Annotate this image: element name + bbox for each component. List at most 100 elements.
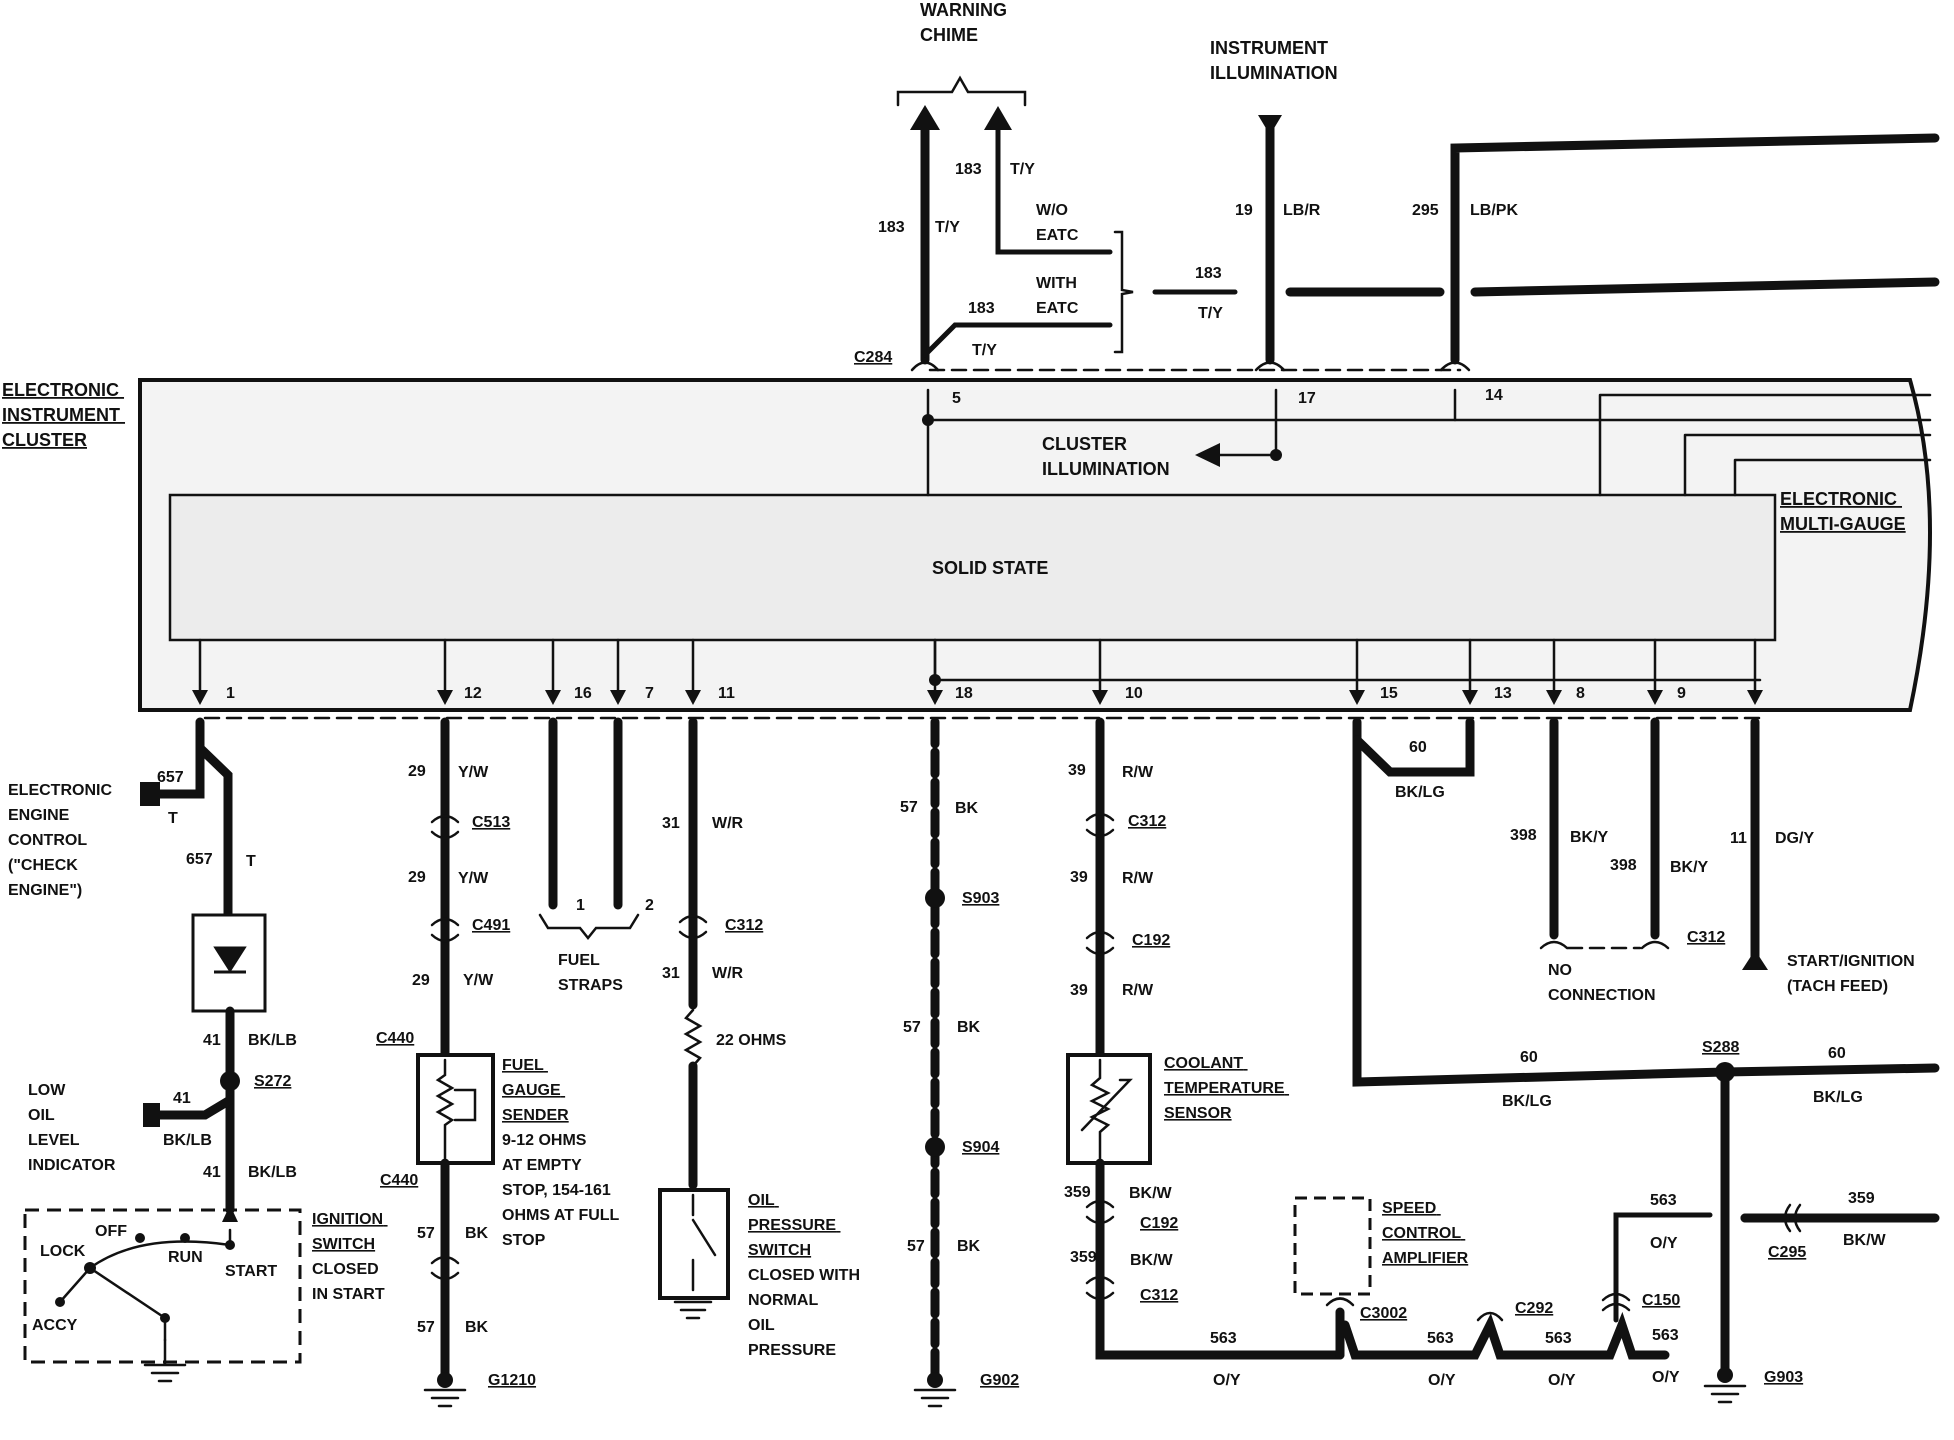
ignition-switch-note: CLOSED IN START: [312, 1261, 385, 1303]
wire-label: O/Y: [1650, 1235, 1678, 1252]
wire-label: BK/Y: [1670, 859, 1709, 876]
wire-label: BK/LB: [163, 1132, 212, 1149]
c284-label: C284: [854, 349, 892, 366]
s903-label: S903: [962, 890, 999, 907]
wire-label: T/Y: [1010, 161, 1035, 178]
connector-symbols: [1325, 1292, 1631, 1322]
wire-label: T: [246, 853, 256, 870]
c192-label: C192: [1132, 932, 1170, 949]
wire-label: O/Y: [1428, 1372, 1456, 1389]
wire-label: 359: [1064, 1184, 1091, 1201]
ground-icon: [143, 1338, 187, 1383]
ign-run: RUN: [168, 1249, 203, 1266]
wire-label: LB/PK: [1470, 202, 1518, 219]
s903-splice: [925, 888, 945, 908]
pin-number: 8: [1576, 685, 1585, 702]
wire-label: 60: [1828, 1045, 1846, 1062]
wire-label: BK: [955, 800, 979, 817]
low-oil-label: LOW OIL LEVEL INDICATOR: [28, 1082, 116, 1174]
c513-label: C513: [472, 814, 510, 831]
bottom-pin-arrows: [192, 690, 1763, 705]
wire-label: 57: [417, 1319, 435, 1336]
wire-label: BK/W: [1843, 1232, 1887, 1249]
wire-label: 57: [903, 1019, 921, 1036]
c312-label: C312: [1140, 1287, 1178, 1304]
wire-label: T/Y: [935, 219, 960, 236]
wire-label: T/Y: [1198, 305, 1223, 322]
wire-label: 657: [186, 851, 213, 868]
wire-label: 563: [1652, 1327, 1679, 1344]
c295-label: C295: [1768, 1244, 1806, 1261]
wire-label: BK/LB: [248, 1164, 297, 1181]
wire-label: BK/W: [1130, 1252, 1174, 1269]
wire-label: Y/W: [463, 972, 494, 989]
s904-splice: [925, 1137, 945, 1157]
wire-label: 563: [1210, 1330, 1237, 1347]
connector-symbol: [678, 914, 708, 940]
wire-label: 29: [408, 763, 426, 780]
oil-switch-label: OIL PRESSURE SWITCH: [748, 1192, 840, 1259]
solid-state-module: [168, 493, 1777, 642]
wire-label: 398: [1510, 827, 1537, 844]
ign-start: START: [225, 1263, 277, 1280]
fuel-sender-label: FUEL GAUGE SENDER: [502, 1057, 569, 1124]
wire-label: O/Y: [1548, 1372, 1576, 1389]
ign-accy: ACCY: [32, 1317, 78, 1334]
wire-label: 359: [1848, 1190, 1875, 1207]
g902-label: G902: [980, 1372, 1019, 1389]
wire-label: W/R: [712, 965, 744, 982]
wire-arrow-up-icon: [984, 106, 1012, 130]
wire-label: 57: [900, 799, 918, 816]
ground-icon: [423, 1388, 467, 1408]
c192-label: C192: [1140, 1215, 1178, 1232]
ignition-switch-contacts: [58, 1228, 232, 1342]
c292-label: C292: [1515, 1300, 1553, 1317]
g1210-label: G1210: [488, 1372, 536, 1389]
c312-label: C312: [1128, 813, 1166, 830]
wire-label: O/Y: [1652, 1369, 1680, 1386]
wire-label: 183: [878, 219, 905, 236]
wire-label: 11: [1730, 830, 1747, 847]
wire-label: 657: [157, 769, 184, 786]
wire-label: BK: [957, 1019, 981, 1036]
wire-41-branch: [150, 1095, 235, 1120]
wire-label: 29: [412, 972, 430, 989]
wire-label: 183: [968, 300, 995, 317]
c440-label: C440: [376, 1030, 414, 1047]
wire-label: 295: [1412, 202, 1439, 219]
wire-label: 39: [1070, 982, 1088, 999]
wire-label: 563: [1545, 1330, 1572, 1347]
speed-amp-label: SPEED CONTROL AMPLIFIER: [1382, 1200, 1469, 1267]
wire-label: W/R: [712, 815, 744, 832]
pin-number: 14: [1485, 387, 1503, 404]
wire-label: BK/LB: [248, 1032, 297, 1049]
pin-number: 17: [1298, 390, 1316, 407]
wire-60-loop: [1352, 717, 1475, 777]
cluster-illumination-label: CLUSTER ILLUMINATION: [1042, 434, 1170, 479]
wire-label: 31: [662, 965, 680, 982]
s904-label: S904: [962, 1139, 999, 1156]
cluster-junction-dot: [1270, 449, 1282, 461]
wire-label: BK: [465, 1225, 489, 1242]
cluster-junction-dot: [922, 414, 934, 426]
eatc-brace: [1113, 230, 1134, 354]
wire-label: 563: [1650, 1192, 1677, 1209]
multi-gauge-label: ELECTRONIC MULTI-GAUGE: [1780, 489, 1906, 534]
wire-label: 398: [1610, 857, 1637, 874]
wire-label: 39: [1070, 869, 1088, 886]
pin-number: 13: [1494, 685, 1512, 702]
wire-label: 29: [408, 869, 426, 886]
wo-eatc-label: W/O EATC: [1036, 202, 1079, 244]
pin-number: 5: [952, 390, 961, 407]
pin-number: 15: [1380, 685, 1398, 702]
wire-label: O/Y: [1213, 1372, 1241, 1389]
resistor-value: 22 OHMS: [716, 1032, 787, 1049]
wire-label: BK/W: [1129, 1185, 1173, 1202]
wire-label: R/W: [1122, 764, 1154, 781]
ign-lock: LOCK: [40, 1243, 86, 1260]
wire-label: 41: [203, 1164, 221, 1181]
wire-arrow-up-icon: [222, 1205, 238, 1222]
speed-control-amplifier: [1293, 1196, 1372, 1296]
wire-563: [1335, 1307, 1670, 1360]
low-oil-connector-icon: [143, 1103, 160, 1127]
